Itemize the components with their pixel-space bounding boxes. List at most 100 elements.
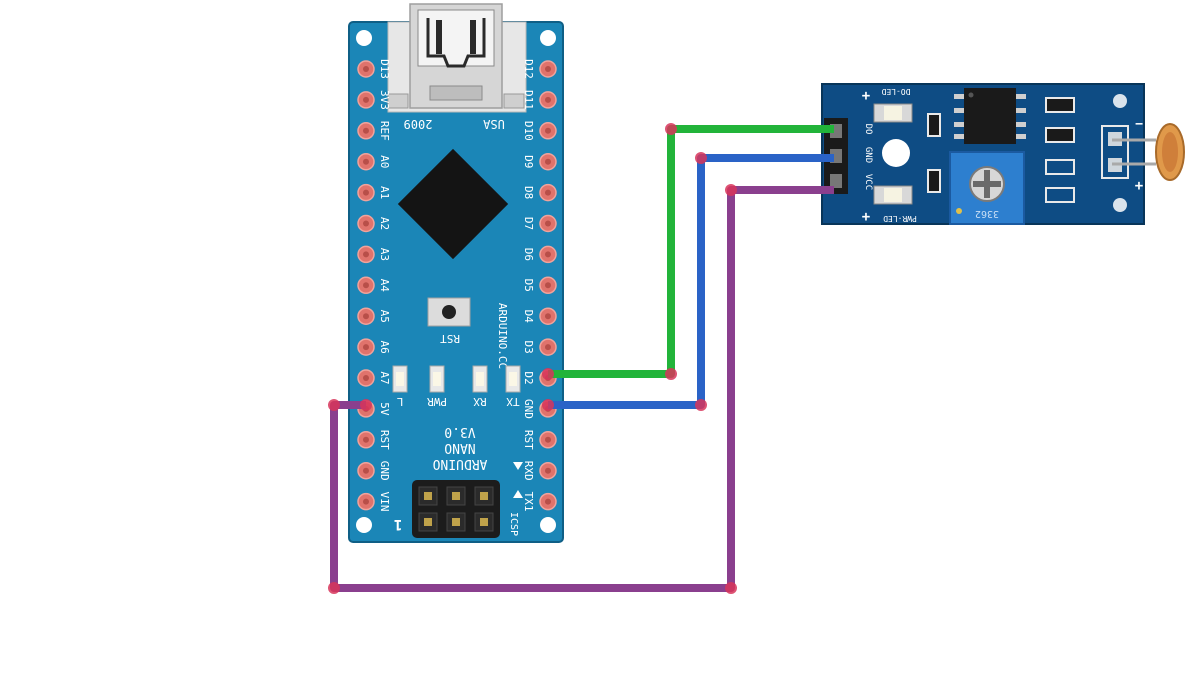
do-led xyxy=(873,103,913,123)
wire-ground-gnd-gnd xyxy=(548,154,834,409)
sensor-pin-label-vcc: VCC xyxy=(863,174,873,190)
nano-left-pin-label-gnd: GND xyxy=(378,461,391,481)
nano-left-pin-label-a5: A5 xyxy=(378,310,391,323)
nano-right-pin-pad-hole xyxy=(545,158,551,165)
nano-right-pin-label-d11: D11 xyxy=(522,90,535,110)
icsp-pin-tip xyxy=(452,492,460,500)
nano-right-pin-pad-hole xyxy=(545,344,551,351)
nano-right-pin-pad-hole xyxy=(545,282,551,289)
wire-joint xyxy=(328,582,340,594)
arduino-nano-board: 2009 USA RST ARDUINO.CC ARDUINO NANO V3.… xyxy=(348,3,564,543)
board-name-line-2: NANO xyxy=(444,440,475,455)
nano-left-pin-label-a6: A6 xyxy=(378,340,391,353)
wire-joint xyxy=(725,184,737,196)
rx-arrow-icon xyxy=(513,462,523,470)
wire-joint xyxy=(725,582,737,594)
nano-right-pin-label-rst: RST xyxy=(522,430,535,450)
usb-label-usa: USA xyxy=(482,117,504,131)
pwr-led xyxy=(873,185,913,205)
board-name-line-1: ARDUINO xyxy=(432,456,487,471)
nano-left-pin-pad-hole xyxy=(363,66,369,72)
nano-left-pin-pad-hole xyxy=(363,436,369,443)
nano-left-pin-pad-hole xyxy=(363,313,369,320)
nano-right-pin-label-d12: D12 xyxy=(522,59,535,79)
nano-left-pin-label-a2: A2 xyxy=(378,217,391,230)
nano-left-pin-pad-hole xyxy=(363,158,369,165)
nano-left-pin-label-rst: RST xyxy=(378,430,391,450)
mount-hole-bl xyxy=(356,517,372,533)
nano-left-pin-pad-hole xyxy=(363,220,369,227)
led-label-pwr: PWR xyxy=(427,395,447,408)
sensor-pin-label-do: DO xyxy=(863,124,873,135)
wire-joint xyxy=(665,368,677,380)
wire-signal-d2-do xyxy=(548,125,834,378)
nano-right-pin-pad-hole xyxy=(545,220,551,227)
nano-left-pin-pad-hole xyxy=(363,96,369,103)
nano-right-pin-label-d10: D10 xyxy=(522,121,535,141)
nano-left-pin-pad-hole xyxy=(363,189,369,196)
pwr-led-plus: + xyxy=(862,209,870,225)
smd-components xyxy=(927,97,1075,203)
nano-right-pin-pad-hole xyxy=(545,467,551,474)
nano-left-pin-label-3v3: 3V3 xyxy=(378,90,391,110)
led-lens xyxy=(396,372,404,386)
sensor-mount-hole-br xyxy=(1113,198,1127,212)
mount-hole-tr xyxy=(540,30,556,46)
wire-joint xyxy=(542,399,554,411)
nano-left-pin-pad-hole xyxy=(363,498,369,505)
nano-right-pin-pad-hole xyxy=(545,251,551,258)
sensor-mount-hole-big xyxy=(882,139,910,167)
nano-left-pin-pad-hole xyxy=(363,344,369,351)
nano-left-pin-pad-hole xyxy=(363,282,369,289)
wire-joint xyxy=(695,152,707,164)
nano-right-pin-label-tx1: TX1 xyxy=(522,492,535,512)
nano-left-pin-label-a4: A4 xyxy=(378,279,391,293)
board-name-line-3: V3.0 xyxy=(444,424,475,439)
nano-right-pin-label-d6: D6 xyxy=(522,248,535,261)
nano-right-pin-label-gnd: GND xyxy=(522,399,535,419)
do-led-label: DO-LED xyxy=(881,87,910,96)
reset-button[interactable] xyxy=(427,297,471,327)
icsp-header xyxy=(412,480,500,538)
nano-right-pin-pad-hole xyxy=(545,96,551,103)
nano-left-pin-pad-hole xyxy=(363,375,369,381)
comparator-ic xyxy=(954,88,1026,144)
nano-left-pin-pad-hole xyxy=(363,127,369,134)
nano-left-pin-label-a7: A7 xyxy=(378,371,391,384)
nano-right-pin-pad-hole xyxy=(545,498,551,505)
icsp-pin-tip xyxy=(424,518,432,526)
nano-right-pin-label-rxd: RXD xyxy=(522,461,535,481)
led-label-l: L xyxy=(396,395,403,408)
nano-right-pin-label-d4: D4 xyxy=(522,310,535,324)
led-lens xyxy=(433,372,441,386)
nano-left-pin-label-vin: VIN xyxy=(378,492,391,512)
wire-joint xyxy=(328,399,340,411)
nano-right-pin-pad-hole xyxy=(545,313,551,320)
wire-joint xyxy=(360,399,372,411)
usb-label-2009: 2009 xyxy=(404,117,433,131)
ldr-plus-label: + xyxy=(1135,178,1143,194)
usb-connector xyxy=(387,3,527,113)
wire-joint xyxy=(665,123,677,135)
pwr-led-label: PWR-LED xyxy=(883,214,917,223)
reset-label: RST xyxy=(440,332,460,345)
nano-left-pin-label-a3: A3 xyxy=(378,248,391,261)
icsp-pin-tip xyxy=(424,492,432,500)
led-label-tx: TX xyxy=(506,395,520,408)
sensor-mount-hole-tr xyxy=(1113,94,1127,108)
icsp-pin1-marker: 1 xyxy=(394,516,402,532)
brand-vertical-label: ARDUINO.CC xyxy=(496,303,509,369)
nano-right-pin-label-d2: D2 xyxy=(522,371,535,384)
mount-hole-tl xyxy=(356,30,372,46)
potentiometer[interactable] xyxy=(949,151,1025,225)
icsp-pin-tip xyxy=(480,518,488,526)
led-lens xyxy=(509,372,517,386)
nano-left-pin-label-a0: A0 xyxy=(378,155,391,168)
nano-right-pin-pad-hole xyxy=(545,436,551,443)
nano-right-pin-pad-hole xyxy=(545,127,551,134)
nano-right-pin-pad-hole xyxy=(545,66,551,72)
mount-hole-br xyxy=(540,517,556,533)
do-led-plus: + xyxy=(862,88,870,104)
nano-right-pin-label-d3: D3 xyxy=(522,340,535,353)
